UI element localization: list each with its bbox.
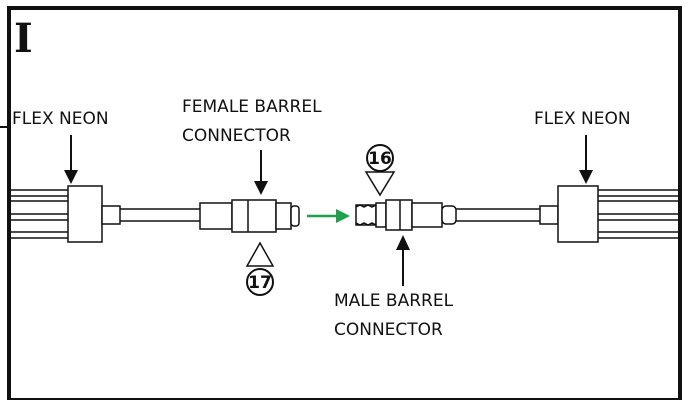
callout-16: 16	[364, 144, 396, 197]
cable-left	[120, 208, 200, 222]
direction-arrow	[307, 209, 350, 223]
label-female-line2: CONNECTOR	[182, 126, 291, 146]
callout-16-number: 16	[368, 149, 392, 169]
label-male-line2: CONNECTOR	[334, 320, 443, 340]
end-cap-left	[67, 185, 121, 243]
pointer-arrow-female	[254, 150, 268, 195]
cable-right	[456, 208, 540, 222]
callout-17-pointer-icon	[245, 241, 275, 267]
pointer-arrow-flex-neon-right	[579, 135, 593, 184]
pointer-arrow-male	[396, 235, 410, 286]
diagram-frame	[7, 6, 682, 400]
flex-neon-strip-right	[598, 189, 678, 239]
callout-16-pointer-icon	[364, 171, 396, 197]
label-female-line1: FEMALE BARREL	[182, 97, 322, 117]
step-letter: I	[14, 15, 33, 62]
callout-17-number: 17	[248, 273, 272, 293]
label-flex-neon-right: FLEX NEON	[534, 109, 631, 129]
end-cap-right	[539, 185, 599, 243]
label-flex-neon-left: FLEX NEON	[12, 109, 109, 129]
pointer-arrow-flex-neon-left	[64, 135, 78, 184]
male-barrel-connector	[355, 199, 457, 231]
callout-17: 17	[245, 241, 275, 296]
female-barrel-connector	[199, 199, 300, 233]
flex-neon-strip-left	[11, 189, 68, 239]
label-male-line1: MALE BARREL	[334, 291, 454, 311]
